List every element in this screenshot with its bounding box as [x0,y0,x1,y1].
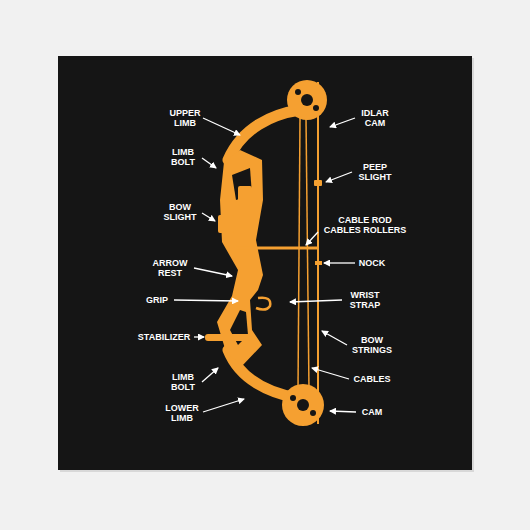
leader-line [290,300,342,302]
leader-line [202,213,215,221]
part-label: BOW STRINGS [348,335,396,356]
leader-lines [174,118,356,412]
leader-line [330,118,355,127]
cam [282,384,324,426]
leader-line [330,411,356,412]
riser [217,150,263,366]
part-label: UPPER LIMB [161,108,209,129]
leader-line [324,262,355,263]
part-label: STABILIZER [129,332,199,342]
leader-line [202,368,218,382]
leader-line [312,368,349,379]
cable [306,118,309,390]
part-label: WRIST STRAP [341,290,389,311]
leader-line [194,268,232,276]
sight-bar [243,200,247,240]
part-label: CABLES [342,374,402,384]
part-label: PEEP SLIGHT [351,162,399,183]
bow-string [317,82,319,424]
stabilizer [205,334,251,341]
part-label: LIMB BOLT [159,147,207,168]
idler-cam [287,80,327,120]
part-label: GRIP [127,295,187,305]
bow-sight [218,215,234,233]
part-label: ARROW REST [146,258,194,279]
part-label: LOWER LIMB [158,403,206,424]
nock [315,261,322,265]
peep-sight [314,180,322,186]
leader-line [174,300,238,301]
leader-line [194,336,204,337]
leader-line [203,118,240,135]
leader-line [322,331,347,345]
wrist-strap [256,298,270,310]
leader-line [326,172,352,182]
part-label: BOW SLIGHT [156,202,204,223]
cable-rod [236,247,318,250]
part-label: NOCK [342,258,402,268]
part-label: IDLAR CAM [351,108,399,129]
part-label: CAM [342,407,402,417]
part-label: LIMB BOLT [159,372,207,393]
leader-line [202,158,216,168]
leader-line [203,399,244,412]
bow [205,80,327,426]
tile [58,56,472,470]
part-label: CABLE ROD CABLES ROLLERS [321,215,409,236]
cable [298,118,300,390]
leader-line [306,232,318,245]
